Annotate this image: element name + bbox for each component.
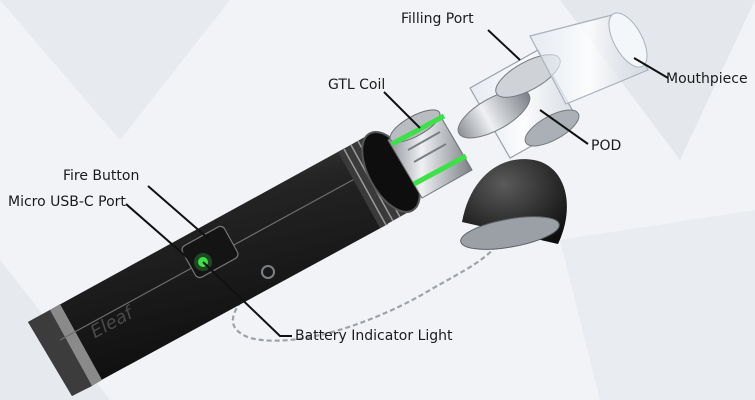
label-usb-port: Micro USB-C Port (8, 194, 126, 210)
gtl-coil (387, 109, 473, 199)
lanyard-chain (231, 239, 501, 342)
label-pod: POD (591, 138, 622, 154)
usb-port (261, 265, 275, 279)
leader-lines (125, 29, 669, 337)
leader-gtl-coil (383, 91, 421, 129)
mouthpiece (529, 12, 649, 105)
label-mouthpiece: Mouthpiece (666, 71, 748, 87)
leader-fire-button (147, 185, 211, 241)
body-thread (338, 131, 421, 228)
leader-filling-port (487, 29, 521, 61)
leader-usb-port (125, 203, 191, 261)
label-gtl-coil: GTL Coil (328, 77, 386, 93)
leader-mouthpiece (633, 57, 669, 79)
battery-body (28, 131, 421, 396)
label-filling-port: Filling Port (401, 11, 474, 27)
label-fire-button: Fire Button (63, 168, 140, 184)
fire-button (181, 225, 239, 279)
end-cap (460, 159, 567, 250)
leader-pod (539, 109, 589, 145)
label-battery-light: Battery Indicator Light (295, 328, 453, 344)
pod (457, 49, 580, 159)
leader-battery-light (202, 261, 292, 337)
